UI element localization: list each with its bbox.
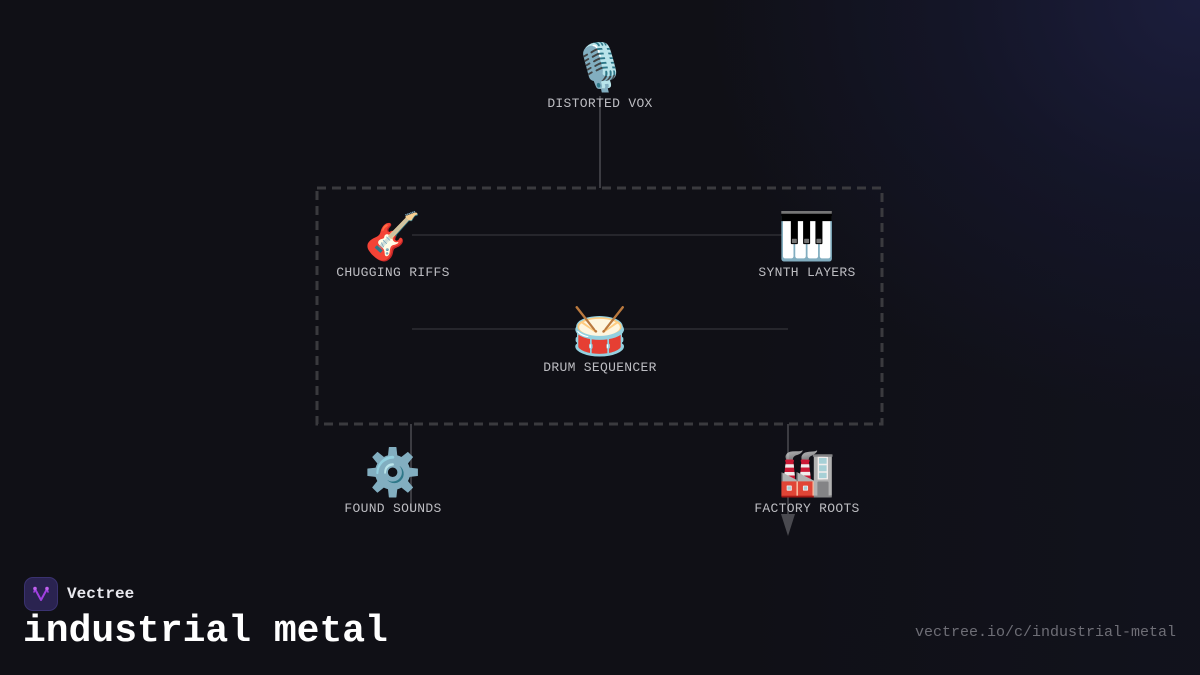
- piano-keys-icon: 🎹: [778, 209, 836, 263]
- guitar-icon: 🎸: [364, 209, 422, 263]
- node-label: FACTORY ROOTS: [754, 501, 860, 516]
- node-synth-layers[interactable]: 🎹 SYNTH LAYERS: [758, 209, 855, 280]
- node-distorted-vox[interactable]: 🎙️ DISTORTED VOX: [547, 40, 652, 111]
- node-label: SYNTH LAYERS: [758, 265, 856, 280]
- drum-icon: 🥁: [571, 304, 629, 358]
- node-chugging-riffs[interactable]: 🎸 CHUGGING RIFFS: [336, 209, 449, 280]
- group-box: [315, 186, 884, 426]
- brand[interactable]: Vectree: [24, 577, 134, 611]
- factory-icon: 🏭: [778, 445, 836, 499]
- node-label: DISTORTED VOX: [547, 96, 653, 111]
- node-label: DRUM SEQUENCER: [543, 360, 657, 375]
- arrowhead-icon: [781, 514, 795, 536]
- node-label: CHUGGING RIFFS: [336, 265, 450, 280]
- gear-icon: ⚙️: [364, 445, 422, 499]
- node-factory-roots[interactable]: 🏭 FACTORY ROOTS: [754, 445, 859, 516]
- microphone-icon: 🎙️: [571, 40, 629, 94]
- node-drum-sequencer[interactable]: 🥁 DRUM SEQUENCER: [543, 304, 656, 375]
- page-url[interactable]: vectree.io/c/industrial-metal: [914, 624, 1176, 641]
- node-found-sounds[interactable]: ⚙️ FOUND SOUNDS: [344, 445, 441, 516]
- node-label: FOUND SOUNDS: [344, 501, 442, 516]
- brand-name: Vectree: [67, 585, 135, 603]
- page-title: industrial metal: [23, 610, 388, 653]
- vectree-logo-icon: [24, 577, 58, 611]
